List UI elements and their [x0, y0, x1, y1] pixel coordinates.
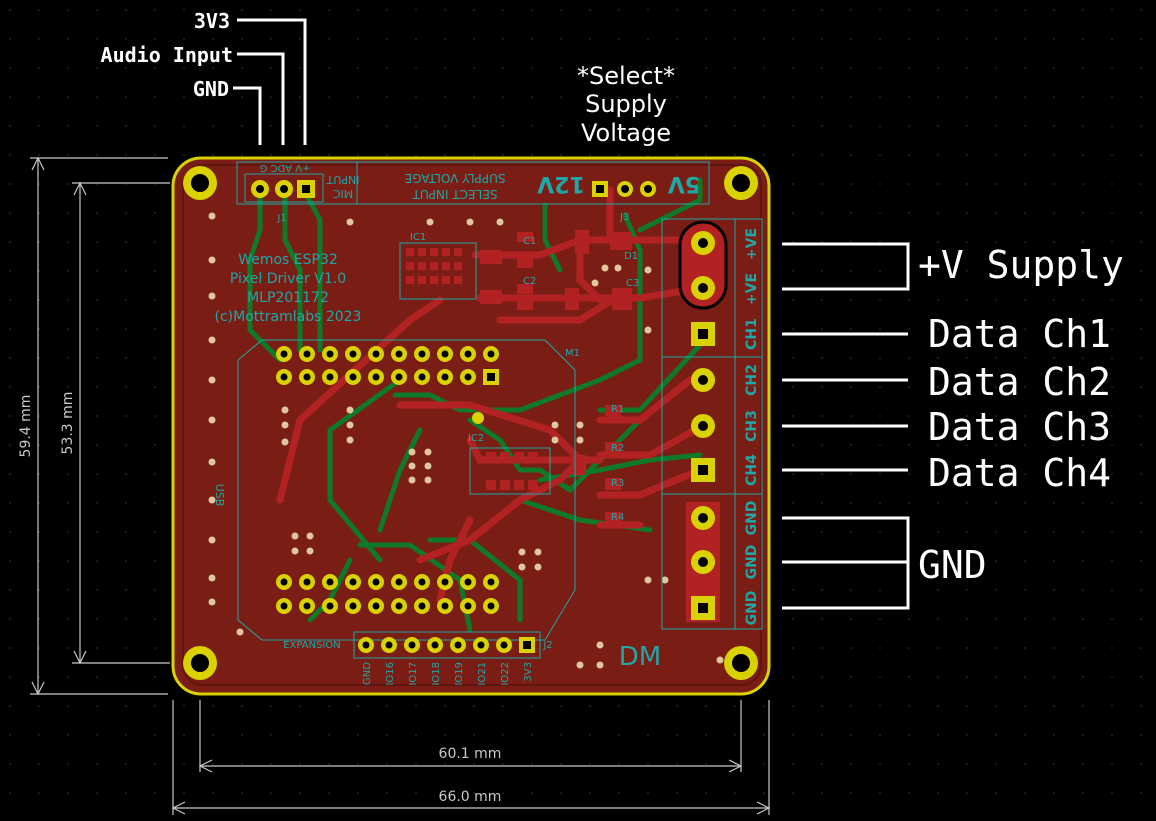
r4-label: R4	[611, 512, 624, 523]
label-gnd-right: GND	[918, 543, 987, 587]
r2-label: R2	[611, 443, 624, 454]
conn-label-ch1: CH1	[744, 318, 760, 350]
j1-connector	[236, 161, 358, 205]
select-note-1: *Select*	[577, 62, 675, 90]
j3-header	[592, 181, 656, 197]
exp-pin-io22: IO22	[500, 662, 511, 686]
conn-label-ve1: +VE	[744, 228, 760, 260]
exp-pin-io21: IO21	[477, 662, 488, 686]
j1-pin-labels: +V ADC G	[260, 162, 311, 173]
terminal-block	[661, 218, 763, 630]
right-leader-lines	[782, 242, 910, 610]
label-data-ch2: Data Ch2	[928, 360, 1111, 404]
label-data-ch3: Data Ch3	[928, 405, 1111, 449]
board-title-1: Wemos ESP32	[238, 252, 338, 268]
conn-label-ch3: CH3	[744, 410, 760, 442]
board-title-2: Pixel Driver V1.0	[230, 271, 346, 287]
conn-label-ve2: +VE	[744, 273, 760, 305]
board-title-4: (c)Mottramlabs 2023	[215, 309, 362, 325]
dim-height-outer: 59.4 mm	[18, 395, 34, 458]
dimension-lines	[30, 156, 771, 815]
conn-label-ch2: CH2	[744, 364, 760, 396]
conn-label-gnd1: GND	[744, 501, 760, 536]
top-leader-lines	[233, 18, 307, 145]
select-voltage-box	[356, 161, 710, 205]
dim-height-inner: 53.3 mm	[60, 392, 76, 455]
r3-label: R3	[611, 478, 624, 489]
dm-logo: DM	[619, 642, 661, 672]
conn-label-gnd3: GND	[744, 591, 760, 626]
m1-label: M1	[565, 348, 580, 359]
conn-label-ch4: CH4	[744, 454, 760, 486]
expansion-label: EXPANSION	[283, 640, 341, 651]
exp-pin-io19: IO19	[454, 662, 465, 686]
label-data-ch4: Data Ch4	[928, 451, 1111, 495]
conn-label-gnd2: GND	[744, 545, 760, 580]
mounting-holes	[183, 166, 758, 680]
mic-input-line1: MIC	[332, 187, 353, 200]
label-data-ch1: Data Ch1	[928, 312, 1111, 356]
r1-label: R1	[611, 404, 624, 415]
c2-label: C2	[523, 276, 536, 287]
ic2-label: IC2	[468, 433, 484, 444]
v5-label: 5V	[668, 171, 700, 196]
exp-pin-gnd: GND	[362, 662, 373, 685]
ic2-chip	[469, 412, 551, 495]
c1-label: C1	[523, 236, 536, 247]
exp-pin-io17: IO17	[408, 662, 419, 686]
board-title-3: MLP201172	[247, 290, 329, 306]
c3-label: C3	[626, 278, 639, 289]
select-input-line1: SELECT INPUT	[412, 187, 498, 201]
j2-label: J2	[542, 640, 552, 651]
v12-label: 12V	[537, 171, 585, 196]
select-input-line2: SUPPLY VOLTAGE	[405, 171, 506, 185]
label-gnd-top: GND	[193, 77, 229, 101]
ic1-chip	[399, 242, 502, 304]
label-audio-input: Audio Input	[101, 43, 233, 67]
m1-outline	[237, 339, 576, 641]
passive-components	[517, 230, 632, 524]
exp-pin-3v3: 3V3	[523, 662, 534, 682]
mic-input-line2: INPUT	[326, 173, 359, 186]
select-note-3: Voltage	[581, 119, 671, 147]
ic1-label: IC1	[410, 232, 426, 243]
label-3v3: 3V3	[194, 9, 230, 33]
j2-expansion-header	[353, 631, 541, 659]
usb-label: USB	[213, 484, 226, 507]
j1-label: J1	[276, 213, 286, 224]
exp-pin-io18: IO18	[431, 662, 442, 686]
dim-width-inner: 60.1 mm	[439, 746, 502, 762]
exp-pin-io16: IO16	[385, 662, 396, 686]
label-v-supply: +V Supply	[918, 243, 1124, 287]
select-note-2: Supply	[585, 90, 667, 118]
dim-width-outer: 66.0 mm	[439, 789, 502, 805]
j3-label: J3	[619, 212, 629, 223]
d1-label: D1	[624, 251, 638, 262]
vias	[208, 212, 724, 669]
